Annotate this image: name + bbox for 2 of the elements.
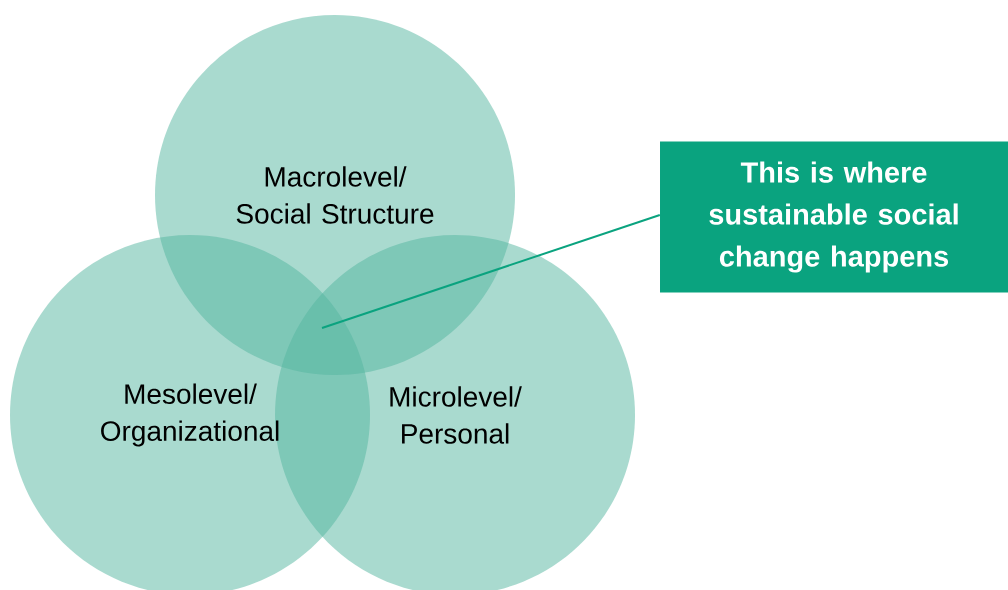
callout-box: This is where sustainable social change happens	[660, 141, 1008, 293]
leader-line	[321, 214, 661, 329]
